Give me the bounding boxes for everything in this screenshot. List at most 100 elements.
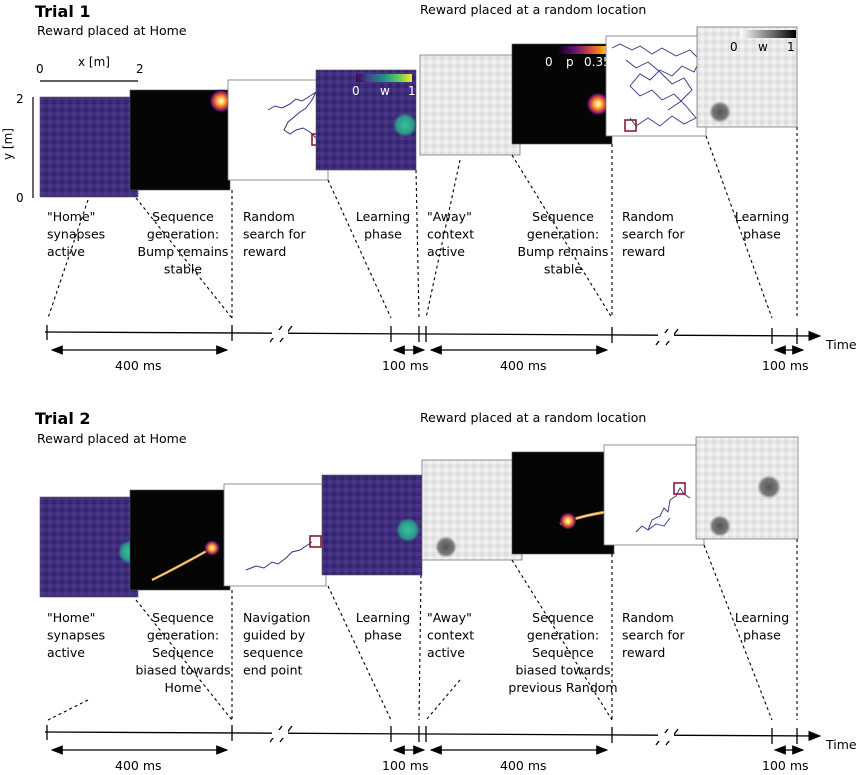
trial1-caption-4-line-2: active (427, 244, 465, 259)
t1-duration-3: 100 ms (762, 358, 809, 373)
t2-duration-0: 400 ms (115, 758, 162, 773)
trial2-caption-0-line-1: synapses (47, 628, 105, 643)
trial2-caption-7-line-1: phase (743, 628, 781, 643)
trial1-caption-0-line-2: active (47, 244, 85, 259)
wg-colorbar-min: 0 (730, 40, 738, 54)
trial2-caption-4-line-0: "Away" (427, 610, 472, 625)
t1-away-search-path (611, 43, 701, 127)
t2-away-learned-bump-1 (709, 515, 731, 537)
t2-away-random-search-panel (603, 444, 705, 546)
trial2-caption-6: Random search for reward (622, 610, 686, 660)
trial1-caption-2-line-1: search for (243, 227, 307, 242)
trial1: Trial 1 Reward placed at Home Reward pla… (1, 2, 856, 373)
t2-reward-marker (309, 535, 322, 548)
t1-away-search-path-2 (625, 59, 693, 111)
t1-duration-1: 100 ms (382, 358, 429, 373)
trial2-caption-2-line-0: Navigation (243, 610, 310, 625)
trial2-title: Trial 2 (35, 409, 91, 428)
t1-away-activity-bump (586, 92, 610, 116)
t2-projection-lines (47, 539, 798, 721)
trial1-caption-5-line-0: Sequence (532, 209, 594, 224)
trial1-caption-1-line-0: Sequence (152, 209, 214, 224)
t2-navigation-panel (223, 483, 327, 587)
trial1-caption-4-line-1: context (427, 227, 474, 242)
t1-projection-lines (47, 127, 798, 319)
wg-colorbar-label: w (758, 40, 768, 54)
p-colorbar-label: p (566, 55, 574, 69)
trial1-caption-6-line-2: reward (622, 244, 665, 259)
t1-activity-bump (209, 89, 233, 113)
trial2-caption-0-line-2: active (47, 645, 85, 660)
trial1-caption-5-line-1: generation: (527, 227, 599, 242)
t2-away-sequence-panel (511, 451, 615, 555)
trial2-caption-1-line-0: Sequence (152, 610, 214, 625)
p-colorbar-max: 0.35 (584, 55, 611, 69)
trial2-caption-6-line-0: Random (622, 610, 674, 625)
t1-home-synapses-panel (39, 96, 139, 198)
t2-away-sequence-bump (559, 512, 577, 530)
t2-away-learned-bump-2 (757, 475, 781, 499)
trial1-home-subtitle: Reward placed at Home (37, 23, 187, 38)
trial2-caption-4-line-2: active (427, 645, 465, 660)
x-axis-label: x [m] (78, 55, 110, 69)
t2-away-search-path-2 (647, 517, 671, 531)
trial2-caption-7: Learning phase (735, 610, 789, 643)
t2-away-search-path (635, 487, 691, 533)
y-tick-2: 2 (16, 92, 24, 106)
trial1-caption-5-line-3: stable (544, 262, 582, 277)
t2-time-label: Time (825, 737, 856, 752)
trial2-home-subtitle: Reward placed at Home (37, 431, 187, 446)
t1-learned-bump (393, 113, 417, 137)
t1-timeline: 400 ms 100 ms 400 ms 100 ms Time (44, 325, 856, 373)
trial2-away-subtitle: Reward placed at a random location (420, 410, 646, 425)
t2-away-context-bump (435, 536, 457, 558)
trial2-caption-4-line-1: context (427, 628, 474, 643)
trial1-caption-3-line-0: Learning (356, 209, 410, 224)
trial1-caption-1-line-3: stable (164, 262, 202, 277)
trial2-caption-0-line-0: "Home" (47, 610, 95, 625)
trial2-caption-7-line-0: Learning (735, 610, 789, 625)
t2-duration-3: 100 ms (762, 758, 809, 773)
trial2-caption-5-line-2: Sequence (532, 645, 594, 660)
trial1-away-subtitle: Reward placed at a random location (420, 2, 646, 17)
t1-search-path (267, 90, 318, 139)
p-colorbar (556, 46, 612, 54)
t1-duration-2: 400 ms (500, 358, 547, 373)
trial2-caption-5-line-1: generation: (527, 628, 599, 643)
t2-learned-bump (396, 518, 420, 542)
trial2-caption-5: Sequence generation: Sequence biased toward… (508, 610, 617, 695)
trial2-caption-0: "Home" synapses active (47, 610, 105, 660)
t1-random-search-panel (227, 79, 329, 181)
trial1-caption-4-line-0: "Away" (427, 209, 472, 224)
y-axis-label: y [m] (1, 128, 15, 160)
trial2-caption-6-line-2: reward (622, 645, 665, 660)
t2-duration-1: 100 ms (382, 758, 429, 773)
trial2-caption-2-line-3: end point (243, 663, 302, 678)
t2-sequence-endpoint (204, 540, 220, 556)
trial2-caption-1-line-2: Sequence (152, 645, 214, 660)
trial2-caption-5-line-0: Sequence (532, 610, 594, 625)
t1-duration-0: 400 ms (115, 358, 162, 373)
trial2-caption-2-line-1: guided by (243, 628, 306, 643)
trial2-caption-1-line-4: Home (165, 680, 202, 695)
trial1-caption-6-line-1: search for (622, 227, 686, 242)
t1-time-label: Time (825, 337, 856, 352)
trial1-caption-7-line-1: phase (743, 227, 781, 242)
trial1-caption-2-line-0: Random (243, 209, 295, 224)
trial2-caption-6-line-1: search for (622, 628, 686, 643)
w-colorbar (356, 74, 412, 82)
trial2-caption-5-line-3: biased towards (516, 663, 611, 678)
x-tick-2: 2 (136, 62, 144, 76)
t2-away-reward-marker (673, 482, 686, 495)
wg-colorbar-max: 1 (787, 40, 795, 54)
